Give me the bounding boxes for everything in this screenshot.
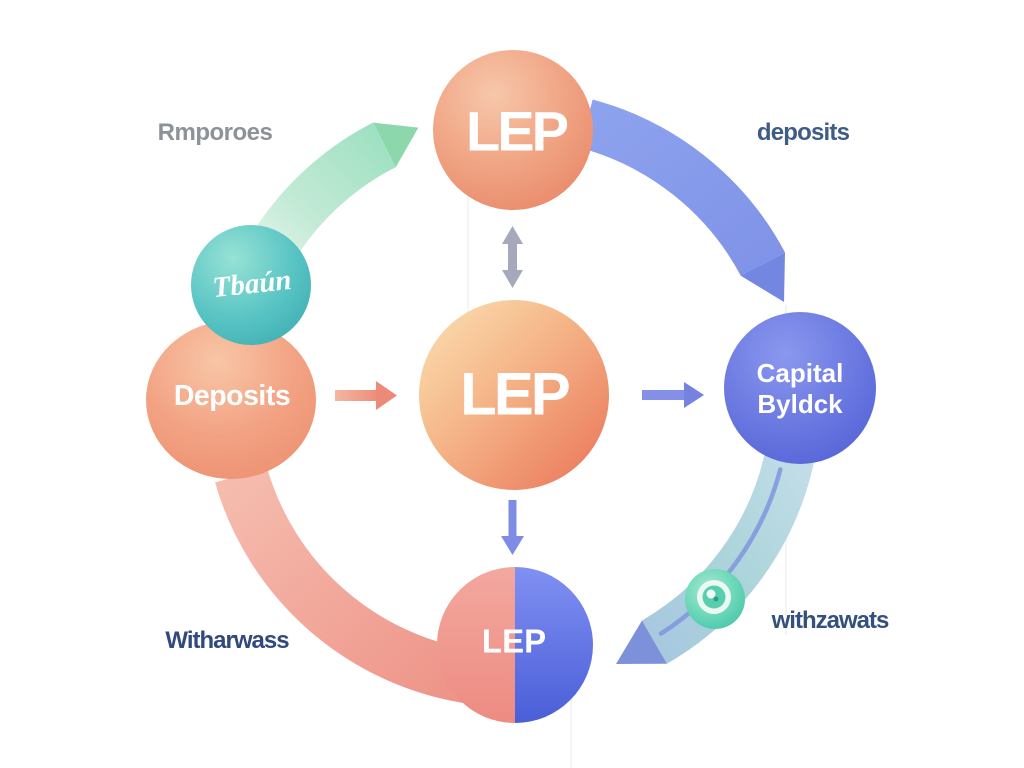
svg-text:Byldck: Byldck bbox=[757, 389, 843, 419]
svg-text:LEP: LEP bbox=[460, 361, 569, 428]
svg-text:withzawats: withzawats bbox=[771, 607, 889, 634]
svg-text:LEP: LEP bbox=[482, 623, 546, 660]
svg-text:Capital: Capital bbox=[757, 358, 844, 388]
svg-text:deposits: deposits bbox=[757, 119, 850, 146]
svg-text:LEP: LEP bbox=[466, 100, 568, 163]
svg-text:Witharwass: Witharwass bbox=[165, 627, 289, 654]
svg-text:Deposits: Deposits bbox=[174, 380, 290, 412]
svg-text:Rmporoes: Rmporoes bbox=[158, 119, 273, 146]
